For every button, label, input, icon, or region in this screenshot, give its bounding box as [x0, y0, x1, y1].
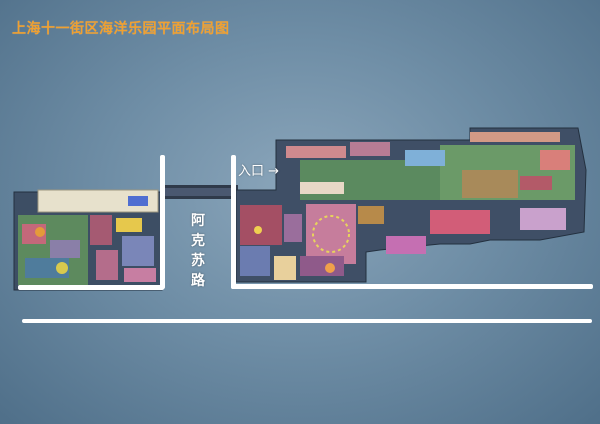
connector-bridge — [160, 185, 238, 199]
road-west-vertical — [160, 155, 165, 289]
road-east-vertical — [231, 155, 236, 289]
road-east-horizontal — [231, 284, 593, 289]
map-title: 上海十一街区海洋乐园平面布局图 — [12, 21, 230, 37]
entrance-text: 入口 — [238, 164, 265, 179]
road-bottom-main — [22, 319, 592, 323]
west-block[interactable] — [13, 189, 163, 291]
road-label: 阿克苏路 — [191, 213, 205, 289]
entrance-label: 入口 → — [238, 160, 279, 179]
entrance-arrow-icon: → — [264, 164, 280, 179]
east-block[interactable] — [235, 127, 587, 283]
road-west-horizontal — [18, 285, 164, 290]
